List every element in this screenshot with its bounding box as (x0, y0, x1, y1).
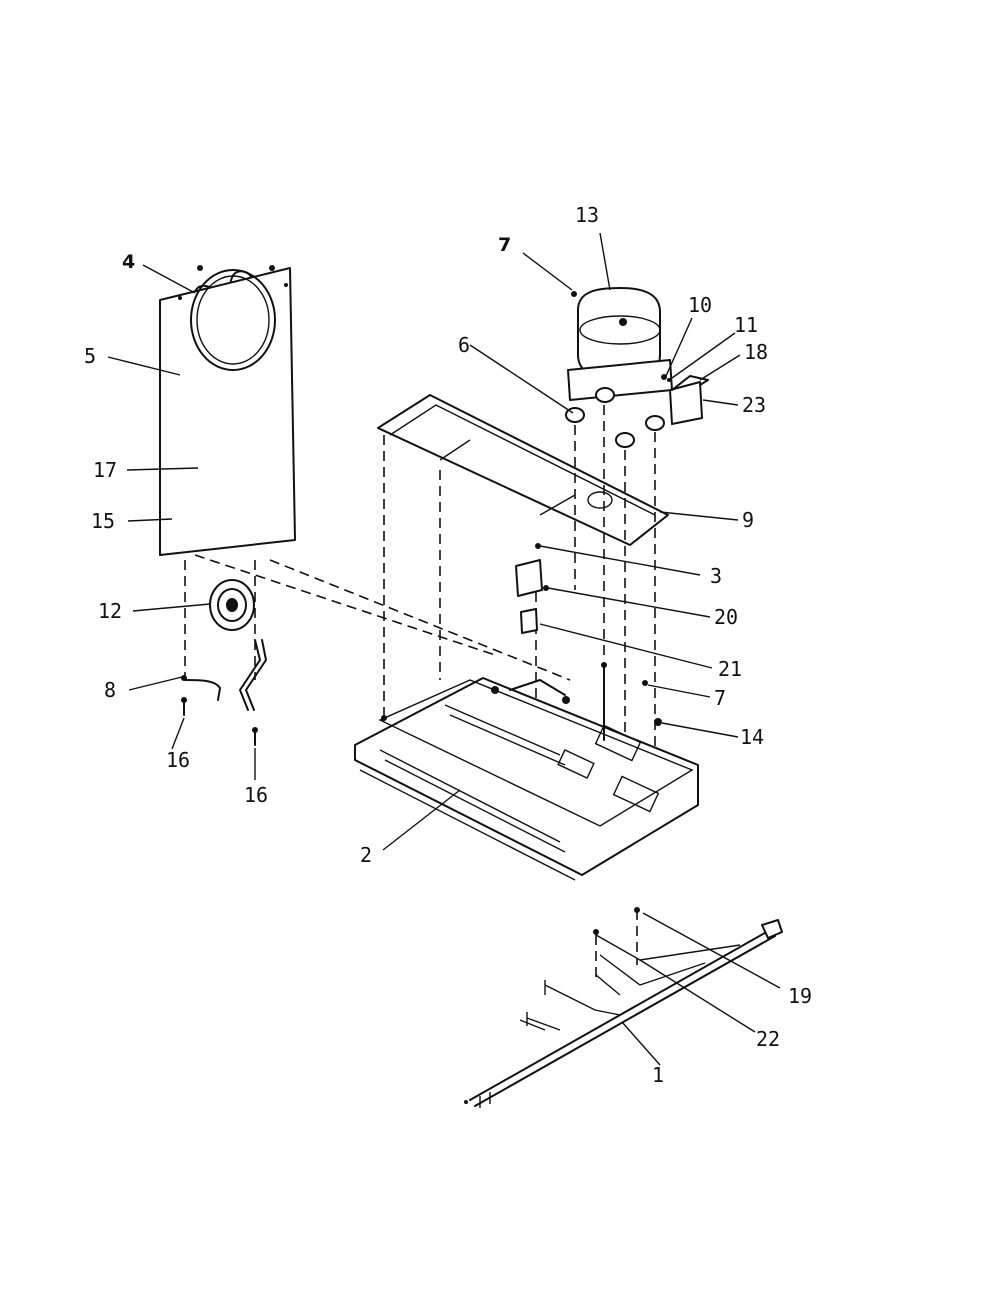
callout-19: 19 (788, 984, 812, 1008)
terminal-block (520, 608, 538, 634)
callout-5: 5 (84, 344, 96, 368)
guide-line (269, 559, 571, 681)
callout-10: 10 (688, 293, 712, 317)
callout-15: 15 (91, 509, 115, 533)
callout-22: 22 (756, 1027, 780, 1051)
callout-13: 13 (575, 203, 599, 227)
callout-16-right: 16 (244, 783, 268, 807)
callout-20: 20 (714, 605, 738, 629)
callout-labels: 1 2 3 4 5 6 7 7 8 9 10 11 12 13 14 15 16… (84, 203, 812, 1087)
compressor-mounting-plate (377, 394, 669, 546)
callout-3: 3 (710, 564, 722, 588)
callout-6: 6 (458, 333, 470, 357)
motor-mount-right (239, 639, 267, 711)
callout-7-bottom: 7 (714, 686, 726, 710)
relay (661, 374, 709, 425)
base-pan-slots (379, 704, 566, 853)
screw (181, 697, 187, 716)
callout-17: 17 (93, 458, 117, 482)
leader-lines (107, 232, 781, 1066)
fan-motor (184, 560, 256, 680)
callout-7-top: 7 (498, 234, 511, 256)
compressor (567, 287, 673, 401)
callout-11: 11 (734, 313, 758, 337)
wire-harness (464, 907, 783, 1108)
callout-21: 21 (718, 657, 742, 681)
callout-2: 2 (360, 843, 372, 867)
callout-1: 1 (652, 1063, 664, 1087)
callout-18: 18 (744, 340, 768, 364)
callout-16-left: 16 (166, 748, 190, 772)
callout-8: 8 (104, 678, 116, 702)
guide-line (194, 554, 496, 656)
fan-bracket (159, 265, 296, 556)
callout-23: 23 (742, 393, 766, 417)
base-pan (354, 662, 699, 881)
callout-9: 9 (742, 508, 754, 532)
callout-14: 14 (740, 725, 764, 749)
grommet (565, 387, 665, 448)
screw (252, 727, 258, 746)
motor-mount-left (181, 675, 221, 701)
callout-4: 4 (122, 251, 135, 273)
start-capacitor (515, 543, 549, 597)
callout-12: 12 (98, 599, 122, 623)
